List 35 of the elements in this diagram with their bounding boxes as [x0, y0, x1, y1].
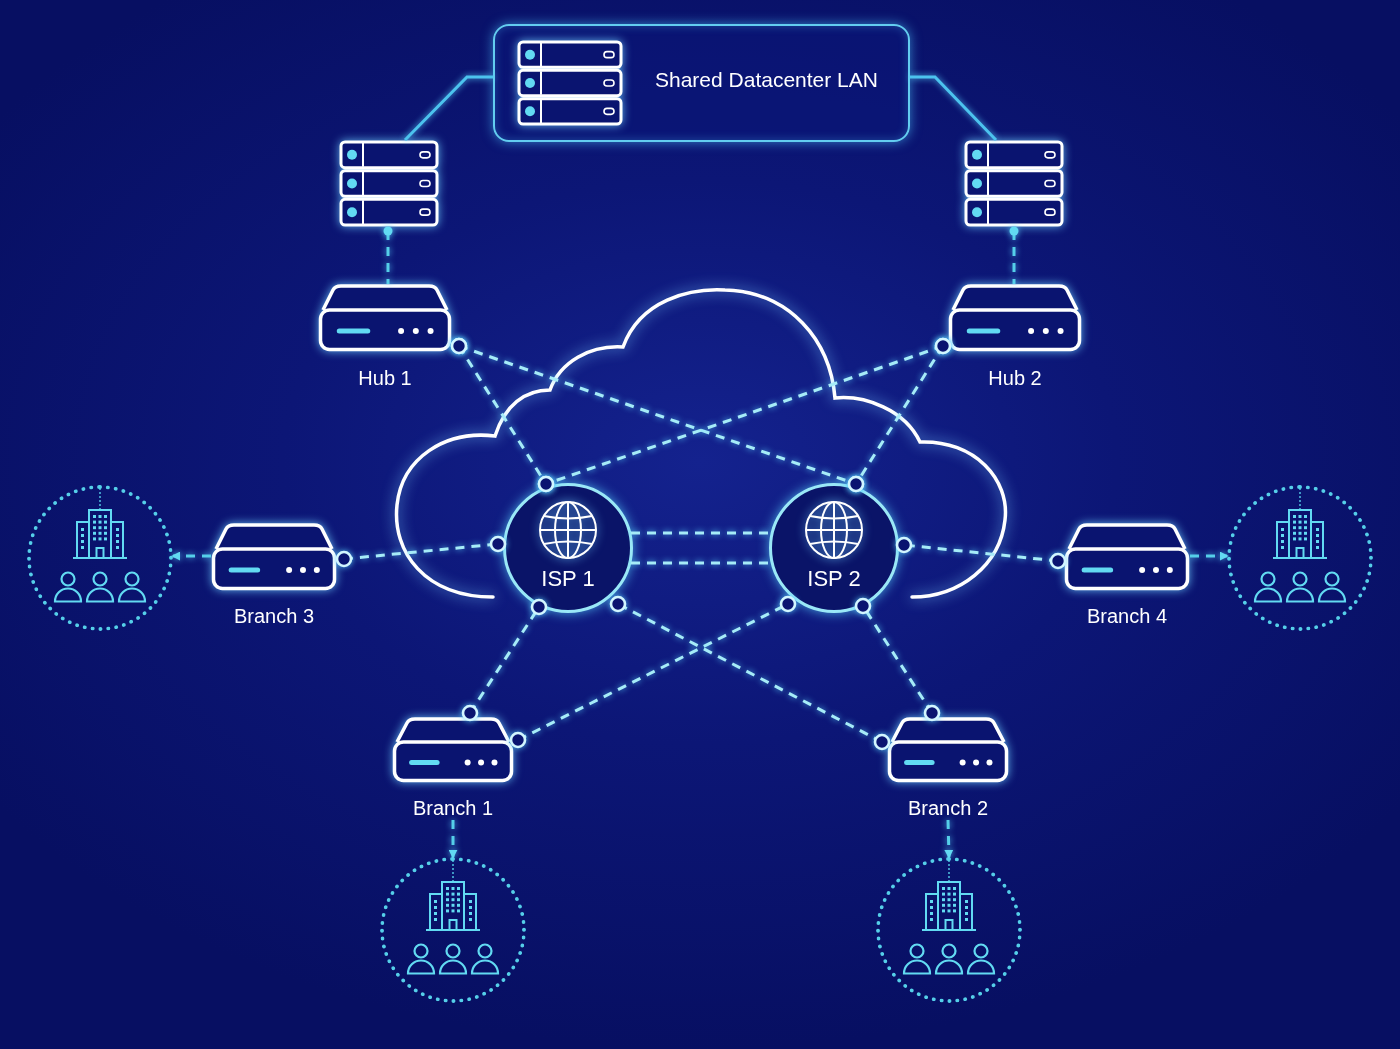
- dashed-connector: [895, 536, 1067, 570]
- panel-title: Shared Datacenter LAN: [655, 67, 878, 93]
- dashed-connector: [1190, 551, 1229, 561]
- server-rack-icon: [339, 140, 439, 227]
- isp-circle: [503, 483, 633, 613]
- site-circle: [1227, 485, 1373, 631]
- datacenter-panel: [493, 24, 910, 142]
- isp-label: ISP 2: [807, 566, 861, 592]
- connector-line: [910, 75, 998, 142]
- device-label: Branch 2: [907, 796, 989, 820]
- site-circle: [876, 857, 1022, 1003]
- dashed-connector: [461, 598, 548, 722]
- server-rack-icon: [964, 140, 1064, 227]
- dashed-connector: [335, 535, 507, 568]
- dashed-connector: [1009, 226, 1019, 284]
- site-circle: [380, 857, 526, 1003]
- isp-circle: [769, 483, 899, 613]
- isp-label: ISP 1: [541, 566, 595, 592]
- device-label: Hub 2: [988, 366, 1042, 390]
- dashed-connector: [448, 820, 458, 859]
- dashed-connector: [171, 551, 211, 561]
- dashed-connector: [847, 337, 952, 493]
- device-label: Branch 3: [233, 604, 315, 628]
- dashed-connector: [609, 595, 891, 751]
- device-label: Branch 1: [412, 796, 494, 820]
- dashed-connector: [631, 531, 771, 535]
- device-label: Hub 1: [358, 366, 412, 390]
- dashed-connector: [631, 561, 771, 565]
- device-label: Branch 4: [1086, 604, 1168, 628]
- dashed-connector: [509, 595, 797, 749]
- connector-line: [403, 75, 493, 142]
- dashed-connector: [944, 819, 954, 859]
- dashed-connector: [383, 226, 393, 284]
- site-circle: [27, 485, 173, 631]
- dashed-connector: [854, 597, 941, 722]
